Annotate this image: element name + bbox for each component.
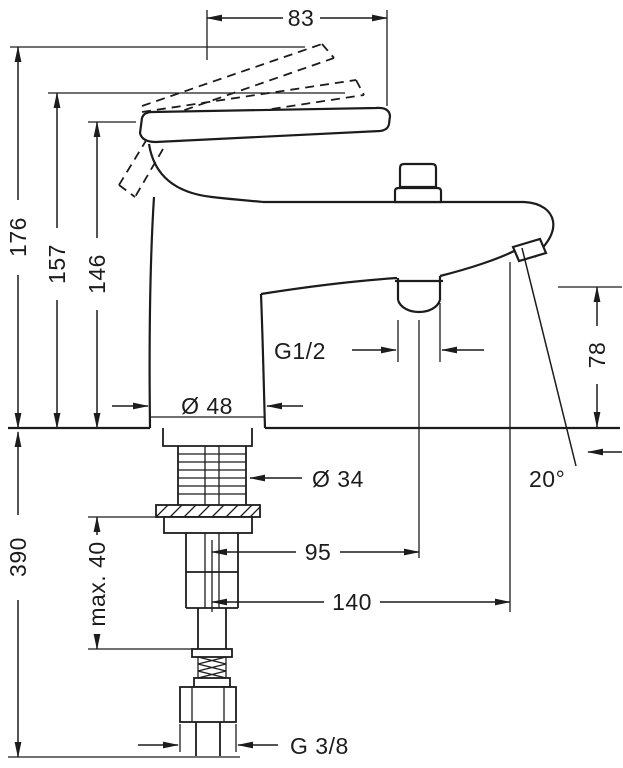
aerator-outlet	[511, 237, 548, 263]
dim-label-supply-thread: G 3/8	[290, 733, 349, 759]
mounting-washer-hatch	[155, 504, 261, 518]
handle-raised-max-outline	[141, 43, 335, 121]
dimension-lines	[14, 14, 622, 758]
dim-label-below-deck-length: 390	[5, 537, 31, 577]
hex-nut-facets	[191, 687, 225, 722]
body-right-edge	[259, 293, 267, 429]
dim-label-max-deck-thickness: max. 40	[84, 541, 110, 626]
spout-underside-left	[260, 276, 398, 296]
diverter-knob-flange	[393, 186, 443, 204]
hose-hex-nut	[179, 686, 237, 723]
cartridge-dome	[147, 143, 264, 204]
shank-step	[186, 607, 238, 649]
dim-label-spout-outlet-height: 78	[584, 342, 610, 369]
flex-hose-braid	[197, 656, 227, 679]
faucet-below-deck	[155, 428, 261, 756]
mounting-nut	[163, 516, 253, 534]
spout-top-edge	[263, 200, 555, 258]
dim-label-spout-angle: 20°	[529, 466, 565, 492]
spout-angle-leader-line	[521, 247, 577, 467]
spout-underside-right	[439, 249, 517, 278]
dim-label-height-handle-top: 146	[84, 254, 110, 294]
dim-label-base-diameter: Ø 48	[181, 393, 233, 419]
dim-label-shank-diameter: Ø 34	[312, 466, 364, 492]
hose-connector-g12	[395, 276, 443, 313]
handle-lever	[138, 106, 392, 144]
dimension-labels: 83 176 157 146 G1/2 Ø 48 78 Ø 34 20° 95 …	[5, 5, 610, 759]
dim-label-hose-thread: G1/2	[274, 338, 326, 364]
dim-label-hose-offset: 95	[305, 539, 332, 565]
shank-thread-lines	[178, 453, 246, 495]
faucet-above-deck	[138, 106, 555, 429]
base-seal	[162, 428, 253, 447]
handle-lowered-outline	[118, 138, 164, 198]
hose-flange	[191, 648, 233, 658]
hose-collar	[193, 677, 231, 688]
dim-label-height-overall: 176	[5, 217, 31, 257]
dim-label-spout-reach: 140	[332, 589, 372, 615]
dim-label-height-handle-raised: 157	[44, 244, 70, 284]
diverter-knob	[398, 162, 438, 189]
body-left-edge	[148, 196, 156, 429]
supply-pipe-end	[195, 722, 221, 756]
dim-label-handle-length: 83	[288, 5, 315, 31]
shank-outer-walls	[177, 446, 247, 505]
extension-lines	[8, 10, 622, 758]
